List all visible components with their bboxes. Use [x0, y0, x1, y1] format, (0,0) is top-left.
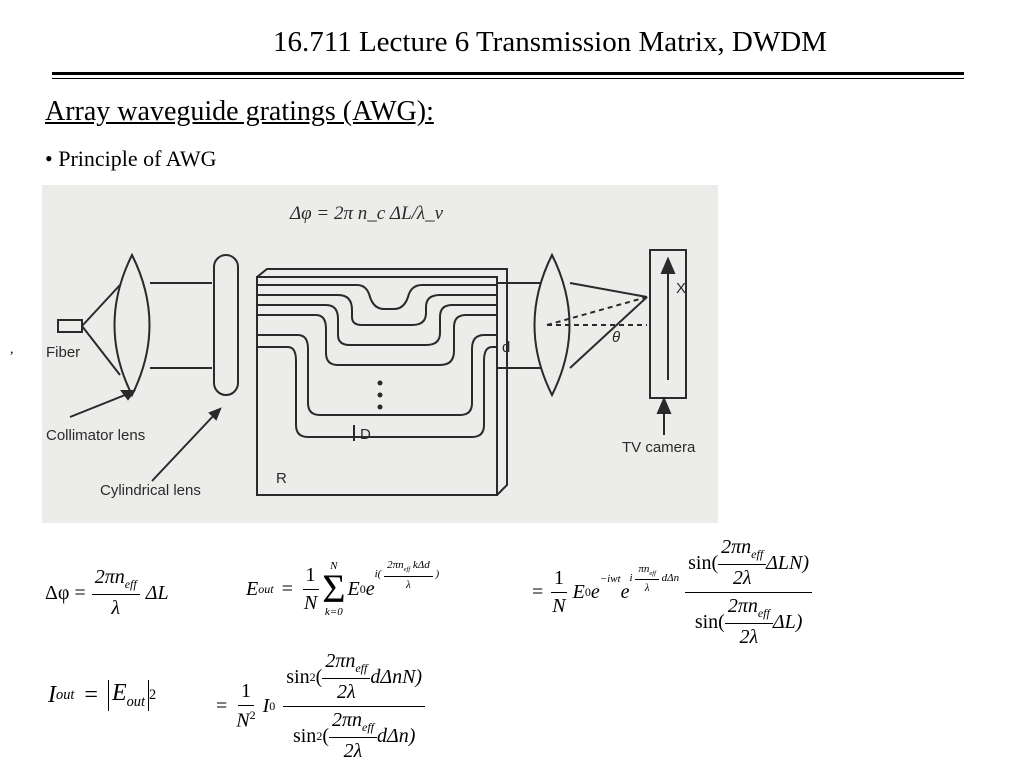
label-D: D: [360, 426, 371, 443]
stray-mark: ,: [10, 342, 14, 357]
label-X: X: [676, 280, 686, 297]
waveguide: [258, 346, 497, 438]
cylindrical-lens-icon: [213, 254, 239, 396]
dot: [377, 380, 383, 386]
arrowhead-icon: [656, 396, 672, 414]
eq-lhs: Δφ =: [45, 581, 86, 604]
abs-value: Eout: [107, 680, 149, 711]
awg-chip-edge: [256, 268, 508, 496]
one-over-n: 1 N: [550, 567, 567, 617]
figure-background: [42, 185, 718, 523]
waveguide: [258, 304, 497, 346]
label-R: R: [276, 470, 287, 487]
label-tv-camera: TV camera: [622, 439, 696, 456]
exponent: i( 2πneff kΔd λ ): [374, 559, 440, 591]
one-over-n: 1 N: [302, 563, 319, 614]
section-heading: Array waveguide gratings (AWG):: [45, 96, 434, 127]
arrowhead-icon: [120, 390, 136, 401]
waveguide: [258, 334, 497, 416]
beam-line: [81, 325, 121, 376]
eq-fraction: 2πneff λ: [91, 566, 140, 620]
pointer-line: [151, 412, 217, 482]
fiber-icon: [57, 319, 83, 333]
dot: [377, 404, 383, 410]
exponent: i πneff λ dΔn: [629, 562, 680, 595]
label-fiber: Fiber: [46, 344, 80, 361]
label-cylindrical: Cylindrical lens: [100, 482, 201, 499]
title-rule-thin: [52, 78, 964, 79]
beam-line: [81, 284, 121, 327]
arrowhead-icon: [208, 407, 222, 421]
dot: [377, 392, 383, 398]
summation-symbol: N Σ k=0: [322, 560, 346, 618]
label-theta: θ: [612, 329, 620, 346]
pointer-line: [69, 392, 131, 418]
beam-line: [569, 296, 648, 369]
waveguide: [258, 314, 497, 366]
arrowhead-icon: [660, 256, 676, 274]
phase-difference-equation: Δφ = 2πneff λ ΔL: [45, 566, 169, 620]
bullet-principle: • Principle of AWG: [45, 146, 217, 171]
figure-formula: Δφ = 2π n_c ΔL/λ_v: [289, 203, 444, 224]
label-collimator: Collimator lens: [46, 427, 145, 444]
waveguide: [258, 294, 497, 326]
one-over-n-squared: 1 N2: [236, 680, 256, 732]
beam-line: [569, 282, 648, 298]
title-rule: [52, 72, 964, 75]
page-title: 16.711 Lecture 6 Transmission Matrix, DW…: [273, 26, 827, 58]
eq-rhs: ΔL: [145, 581, 169, 604]
awg-diagram: Fiber Collimator lens Cylindrical lens d…: [42, 185, 718, 523]
waveguide: [258, 284, 497, 310]
array-dots: [377, 380, 383, 410]
label-d: d: [502, 339, 510, 356]
